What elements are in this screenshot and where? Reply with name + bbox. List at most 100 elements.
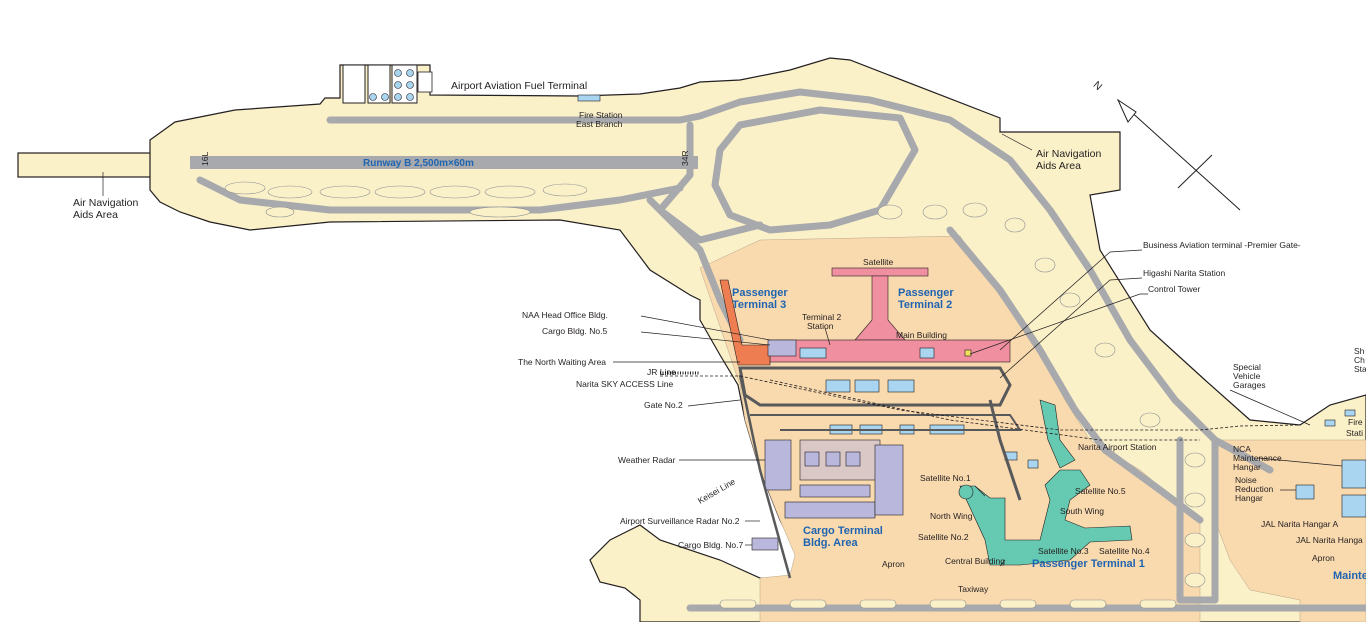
leader-line xyxy=(1001,133,1033,151)
fuel-tank-dot xyxy=(369,93,377,101)
island xyxy=(1004,217,1026,233)
cargo-building xyxy=(764,439,792,491)
taxiway-label: Taxiway xyxy=(958,584,989,594)
fuel-tank-dot xyxy=(406,93,414,101)
leader-line xyxy=(974,485,986,497)
satellite-5-label: Satellite No.5 xyxy=(1075,486,1126,496)
parallel-taxiway xyxy=(196,176,684,214)
island xyxy=(1139,599,1177,609)
cargo-bldg-7 xyxy=(751,537,779,551)
terminal3-label: Terminal 3 xyxy=(732,299,786,311)
naa-head-office-label: NAA Head Office Bldg. xyxy=(522,310,608,320)
island xyxy=(265,206,295,218)
cut-off-label: Sta xyxy=(1354,364,1366,374)
control-tower-marker xyxy=(964,349,972,357)
terminal2-station-label: Terminal 2 xyxy=(802,312,841,322)
airfield-pavement xyxy=(190,88,1366,612)
gate-2-label: Gate No.2 xyxy=(644,400,683,410)
leader-line xyxy=(1257,457,1343,467)
access-road-west xyxy=(738,374,792,579)
jr-line xyxy=(769,379,1200,441)
fire-station-label: Fire xyxy=(1348,417,1363,427)
weather-radar-label: Weather Radar xyxy=(618,455,676,465)
fire-station-label: East Branch xyxy=(576,119,623,129)
island xyxy=(267,185,313,199)
map-labels: Runway B 2,500m×60m 16L 34R Airport Avia… xyxy=(73,80,1366,594)
north-arrow-head xyxy=(1116,98,1137,123)
support-building xyxy=(887,379,915,393)
narita-sky-access-line xyxy=(660,375,1301,431)
satellite-1-node xyxy=(958,484,974,500)
fuel-facility xyxy=(417,71,433,93)
sky-access-label: Narita SKY ACCESS Line xyxy=(576,379,673,389)
fuel-terminal-label: Airport Aviation Fuel Terminal xyxy=(451,80,587,92)
leader-line xyxy=(640,331,771,346)
cargo-building xyxy=(825,451,841,467)
leader-lines xyxy=(102,133,1343,567)
fuel-tank-dot xyxy=(394,81,402,89)
main-building-label: Main Building xyxy=(896,330,947,340)
island xyxy=(1059,292,1081,308)
runway-label: Runway B 2,500m×60m xyxy=(363,158,474,169)
terminal-road xyxy=(750,414,1022,431)
special-vehicle-label: Special xyxy=(1233,362,1261,372)
island xyxy=(1184,492,1206,508)
fire-station-label: Stati xyxy=(1346,428,1363,438)
apron-label: Apron xyxy=(1312,553,1335,563)
cargo-area-label: Bldg. Area xyxy=(803,537,858,549)
cargo-area-label: Cargo Terminal xyxy=(803,525,883,537)
island xyxy=(484,185,536,199)
island xyxy=(429,185,481,199)
fire-station-building xyxy=(577,94,601,102)
satellite-4-label: Satellite No.4 xyxy=(1099,546,1150,556)
terminal1-road xyxy=(988,399,1022,501)
hangar xyxy=(1341,494,1366,518)
island xyxy=(469,206,531,218)
support-building xyxy=(854,379,880,393)
island xyxy=(1139,412,1161,428)
north-label: N xyxy=(1091,79,1105,93)
cargo-building xyxy=(845,451,861,467)
satellite-2-label: Satellite No.2 xyxy=(918,532,969,542)
keisei-line-label: Keisei Line xyxy=(696,476,737,506)
island xyxy=(789,599,827,609)
runway-end-label: 16L xyxy=(200,152,210,166)
island xyxy=(1094,342,1116,358)
terminal2-label: Passenger xyxy=(898,287,954,299)
island xyxy=(999,599,1037,609)
terminal2-satellite xyxy=(831,267,929,277)
leader-line xyxy=(1229,389,1311,426)
cargo-building xyxy=(799,484,871,498)
cargo-building xyxy=(874,444,904,516)
terminal3-label: Passenger xyxy=(732,287,788,299)
taxiway-islands xyxy=(224,181,1206,609)
noise-hangar-label: Noise xyxy=(1235,475,1257,485)
fuel-tank-dot xyxy=(394,93,402,101)
nav-aids-label: Aids Area xyxy=(73,209,118,221)
jr-line-label: JR Line xyxy=(647,367,676,377)
maintenance-area-fill xyxy=(1214,439,1366,622)
nca-hangar-label: NCA xyxy=(1233,444,1251,454)
north-wing-label: North Wing xyxy=(930,511,973,521)
nav-aids-label: Aids Area xyxy=(1036,160,1081,172)
central-building-label: Central Building xyxy=(945,556,1005,566)
taxiway-east xyxy=(1176,436,1219,604)
terminal2-facility xyxy=(919,347,935,359)
island xyxy=(374,185,426,199)
island xyxy=(542,183,588,197)
cargo-bldg-5 xyxy=(767,339,797,357)
north-arrow-cross xyxy=(1177,154,1213,189)
island xyxy=(962,202,988,218)
nav-aids-strip-left xyxy=(17,152,159,178)
terminal2-station xyxy=(799,347,827,359)
cut-off-label: Ch xyxy=(1354,355,1365,365)
special-vehicle-label: Vehicle xyxy=(1233,371,1261,381)
island xyxy=(1069,599,1107,609)
cut-off-label: Sh xyxy=(1354,346,1365,356)
island xyxy=(319,185,371,199)
maintenance-area-label: Mainte xyxy=(1333,570,1366,582)
narita-airport-station-label: Narita Airport Station xyxy=(1078,442,1157,452)
fuel-tank-dot xyxy=(406,69,414,77)
terminal2-station-label: Station xyxy=(807,321,834,331)
